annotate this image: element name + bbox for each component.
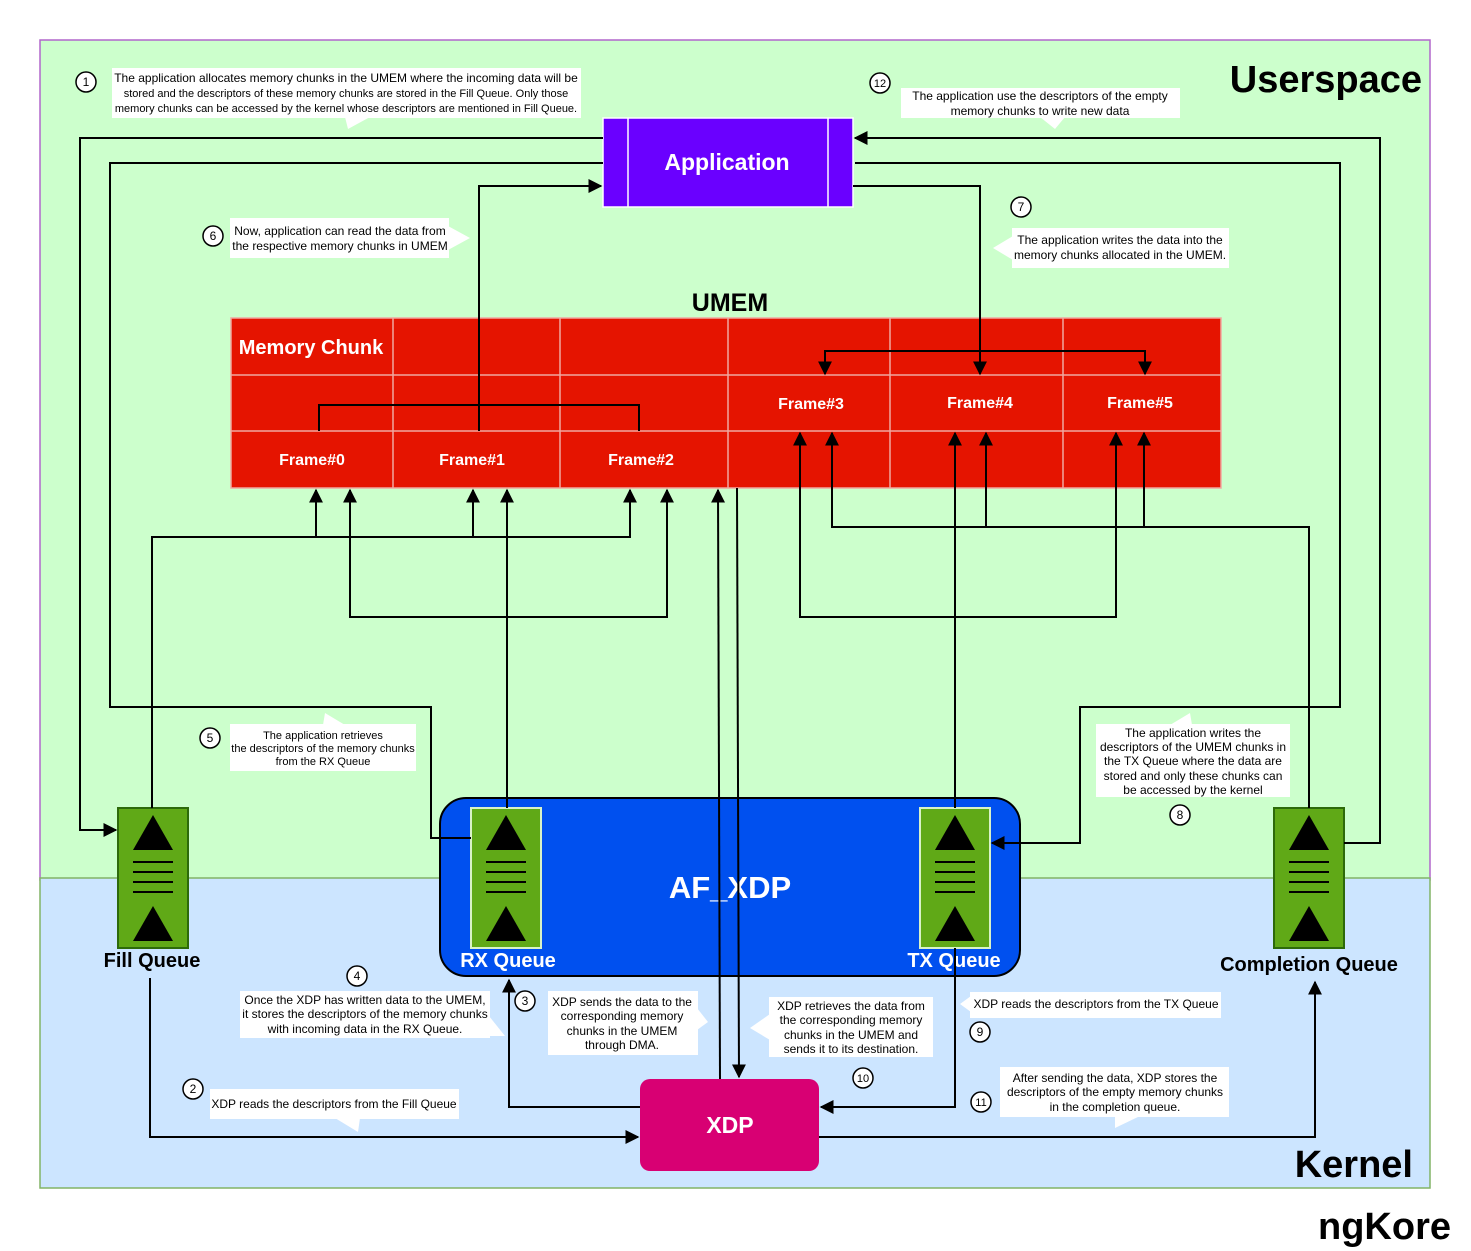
step-9-circle [969,1021,991,1043]
callout-1-line-2: stored and the descriptors of these memo… [124,88,569,100]
step-6-number: 6 [210,229,217,243]
callout-8-line-4: stored and only these chunks can [1104,769,1283,783]
step-5-number: 5 [207,731,214,745]
callout-4 [240,991,505,1038]
callout-2-line-1: XDP reads the descriptors from the Fill … [211,1097,457,1111]
callout-6-line-2: the respective memory chunks in UMEM [232,239,447,253]
userspace-label: Userspace [1230,59,1422,101]
callout-8-line-1: The application writes the [1125,726,1261,740]
completion-queue-label: Completion Queue [1220,954,1398,976]
callout-11 [1000,1067,1229,1128]
callout-12-line-1: The application use the descriptors of t… [912,89,1167,103]
callout-3-line-1: XDP sends the data to the [552,995,692,1009]
callout-4-line-3: with incoming data in the RX Queue. [267,1022,463,1036]
callout-5-line-2: the descriptors of the memory chunks [231,743,415,755]
callout-1-line-3: memory chunks can be accessed by the ker… [115,103,577,115]
callout-11-line-1: After sending the data, XDP stores the [1013,1071,1218,1085]
callout-10 [750,997,933,1057]
step-11-number: 11 [975,1097,986,1109]
step-11-circle [970,1091,992,1113]
callout-12 [901,88,1180,129]
connectors [79,131,1381,1144]
kernel-label: Kernel [1295,1144,1413,1186]
callout-1-line-1: The application allocates memory chunks … [114,71,578,85]
callout-8 [1096,713,1290,797]
fill-queue [117,807,189,949]
callout-5 [230,713,416,771]
callout-11-line-2: descriptors of the empty memory chunks [1007,1085,1223,1099]
step-3-circle [514,990,536,1012]
callout-10-line-3: chunks in the UMEM and [784,1028,918,1042]
step-7-number: 7 [1018,200,1025,214]
callout-10-line-4: sends it to its destination. [784,1042,919,1056]
callout-12-line-2: memory chunks to write new data [951,104,1130,118]
brand-label: ngKore [1318,1206,1451,1248]
callout-10-line-2: the corresponding memory [780,1013,923,1027]
step-9-number: 9 [977,1025,984,1039]
callout-5-line-1: The application retrieves [263,730,383,742]
step-8-circle [1169,804,1191,826]
callout-6-line-1: Now, application can read the data from [234,224,445,238]
step-3-number: 3 [522,994,529,1008]
umem-title: UMEM [692,289,768,317]
callout-4-line-1: Once the XDP has written data to the UME… [244,993,485,1007]
frame-0: Frame#0 [279,452,345,469]
rx-queue-label: RX Queue [460,950,556,972]
callout-8-line-3: the TX Queue where the data are [1104,754,1282,768]
step-1-number: 1 [83,75,90,89]
callout-9-line-1: XDP reads the descriptors from the TX Qu… [973,997,1218,1011]
callout-3-line-3: chunks in the UMEM [567,1024,678,1038]
step-2-number: 2 [190,1082,197,1096]
step-4-number: 4 [354,969,361,983]
af-xdp-box [439,797,1021,977]
step-1-circle [75,71,97,93]
memory-chunk-header: Memory Chunk [239,337,384,359]
frame-1: Frame#1 [439,452,505,469]
completion-queue [1273,807,1345,949]
callout-10-line-1: XDP retrieves the data from [777,999,925,1013]
rx-queue [470,807,542,949]
step-12-circle [869,72,891,94]
step-7-circle [1010,196,1032,218]
callout-1 [112,68,581,129]
callout-6 [230,218,470,258]
callout-9 [960,992,1221,1018]
callout-3-line-2: corresponding memory [561,1009,684,1023]
step-5-circle [199,727,221,749]
callout-3 [548,991,708,1055]
tx-queue [919,807,991,949]
step-8-number: 8 [1177,808,1184,822]
fill-queue-label: Fill Queue [104,950,201,972]
callout-7 [993,228,1229,268]
callout-3-line-4: through DMA. [585,1038,659,1052]
callout-8-line-5: be accessed by the kernel [1123,783,1262,797]
xdp-box [640,1079,819,1171]
frame-4: Frame#4 [947,395,1013,412]
application-label: Application [664,149,789,175]
callout-11-line-3: in the completion queue. [1050,1100,1181,1114]
callout-4-line-2: it stores the descriptors of the memory … [242,1007,487,1021]
callout-5-line-3: from the RX Queue [276,756,371,768]
frame-3: Frame#3 [778,396,844,413]
step-12-number: 12 [874,78,886,90]
callout-7-line-2: memory chunks allocated in the UMEM. [1014,248,1226,262]
step-10-number: 10 [857,1073,869,1085]
step-2-circle [182,1078,204,1100]
callout-2 [210,1089,459,1132]
application-box: Application [602,117,854,208]
xdp-label: XDP [706,1112,753,1138]
callout-7-line-1: The application writes the data into the [1017,233,1223,247]
frame-2: Frame#2 [608,452,674,469]
umem-grid [230,317,1222,489]
frame-5: Frame#5 [1107,395,1173,412]
callout-8-line-2: descriptors of the UMEM chunks in [1100,740,1286,754]
af-xdp-label: AF_XDP [669,870,791,905]
step-10-circle [852,1067,874,1089]
step-6-circle [202,225,224,247]
step-4-circle [346,965,368,987]
